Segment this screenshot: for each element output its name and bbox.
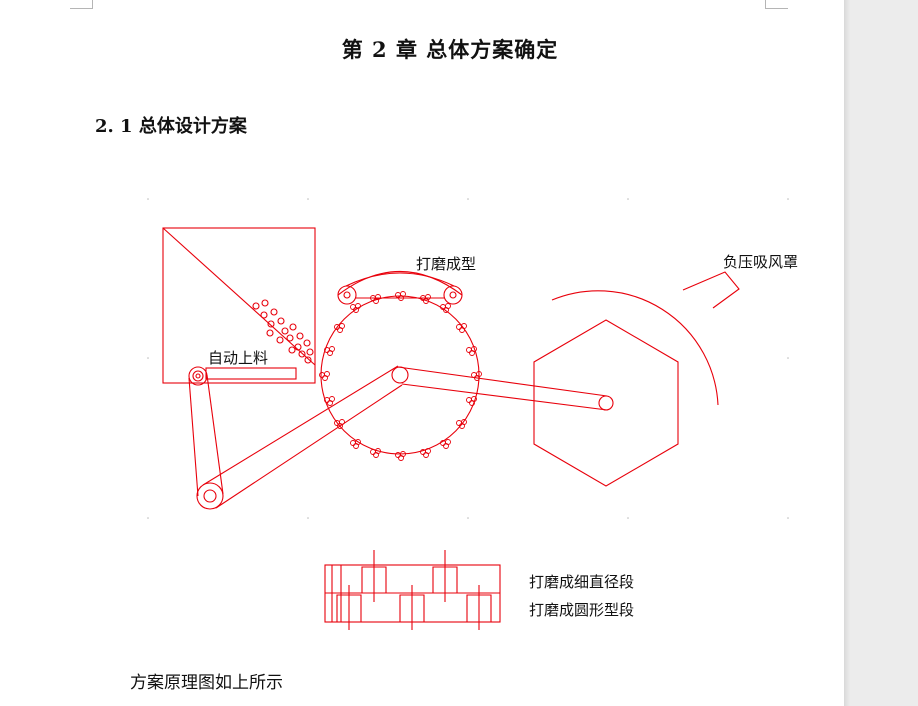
section-heading: 2. 1 总体设计方案 <box>95 116 247 137</box>
lower-pulley <box>196 482 224 510</box>
suction-nozzle <box>682 271 740 309</box>
loading-slot <box>205 367 297 380</box>
label-auto-loading: 自动上料 <box>208 349 268 367</box>
schematic-lines <box>162 227 740 510</box>
hexagonal-drum <box>533 319 679 487</box>
hopper-parts <box>252 299 314 364</box>
label-grinding-forming: 打磨成型 <box>416 255 476 273</box>
chapter-title: 第 2 章 总体方案确定 <box>341 37 559 62</box>
upper-pulley <box>188 366 208 386</box>
figure-frame-dots <box>147 198 789 519</box>
hopper-box <box>162 227 316 384</box>
suction-hood-arc <box>551 290 719 406</box>
document-page: 第 2 章 总体方案确定 2. 1 总体设计方案 <box>0 0 844 706</box>
label-suction-hood: 负压吸风罩 <box>723 253 798 271</box>
legend-round-profile: 打磨成圆形型段 <box>529 601 634 619</box>
figure-caption: 方案原理图如上所示 <box>130 673 283 693</box>
hopper-diagonal <box>162 227 316 366</box>
schematic-drawing: 打磨成型 自动上料 负压吸风罩 打磨成细直径段 打磨成圆形型段 <box>147 198 798 630</box>
margin-corner-top-right <box>765 0 788 9</box>
workpiece-profile-diagram <box>324 550 501 630</box>
wheel-workpieces <box>319 291 482 461</box>
wheel-hub <box>391 366 409 384</box>
drive-shaft <box>598 395 614 411</box>
viewer-background <box>844 0 918 706</box>
schematic-figure: 打磨成型 自动上料 负压吸风罩 打磨成细直径段 打磨成圆形型段 <box>140 190 800 630</box>
grinding-belt-outer <box>337 271 463 296</box>
legend-fine-diameter: 打磨成细直径段 <box>529 573 634 591</box>
margin-corner-top-left <box>70 0 93 9</box>
